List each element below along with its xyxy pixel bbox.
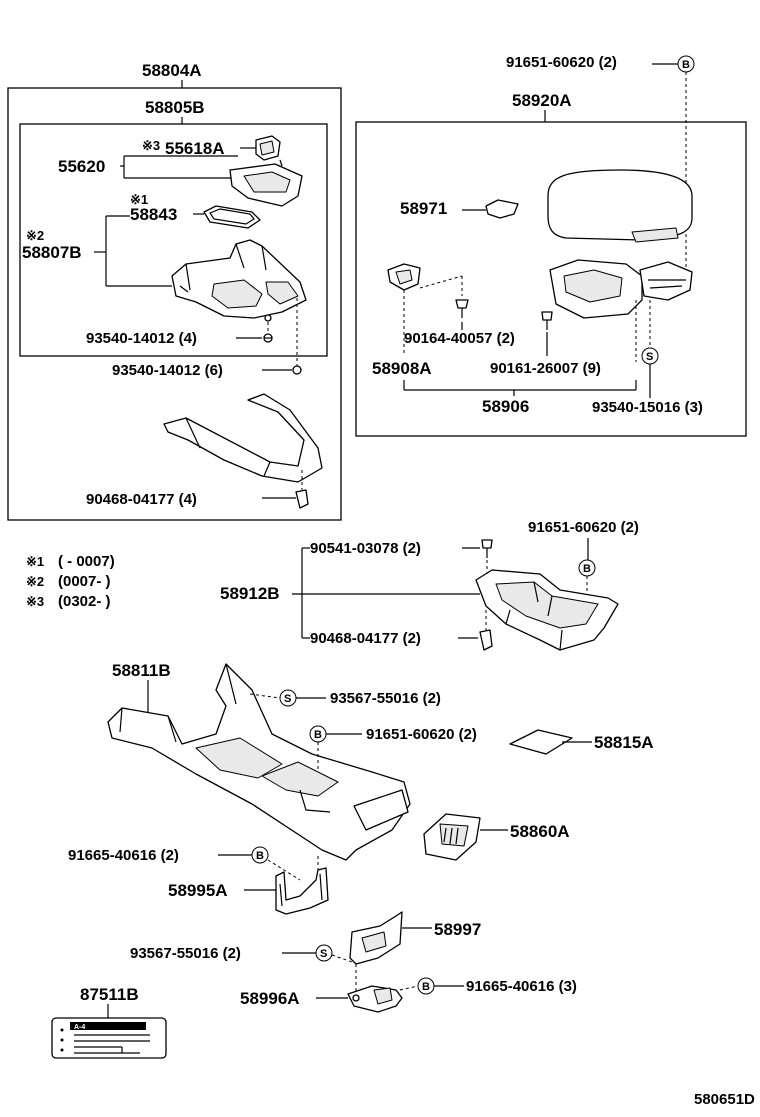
- note-mark-3: ※3: [142, 138, 160, 153]
- part-label-58906[interactable]: 58906: [482, 397, 529, 416]
- note-range: (0007- ): [58, 573, 111, 590]
- part-label-58811B[interactable]: 58811B: [112, 661, 171, 680]
- svg-text:B: B: [314, 729, 322, 741]
- note-mark: ※3: [26, 594, 44, 609]
- part-label-87511B[interactable]: 87511B: [80, 985, 139, 1004]
- svg-text:S: S: [284, 693, 291, 705]
- clip-90468-04177-2[interactable]: [479, 629, 493, 651]
- part-58971-shape[interactable]: [485, 199, 519, 219]
- part-label-58912B[interactable]: 58912B: [220, 584, 280, 603]
- note-range: (0302- ): [58, 593, 111, 610]
- group-87511B: 87511B A-4: [51, 985, 167, 1059]
- part-armrest-lid-shape[interactable]: [547, 169, 693, 243]
- part-label-93540-14012-4[interactable]: 93540-14012 (4): [86, 330, 197, 347]
- part-58843-shape[interactable]: [203, 205, 261, 229]
- part-58996A-shape[interactable]: [347, 985, 403, 1013]
- part-label-58997[interactable]: 58997: [434, 920, 481, 939]
- part-label-90161-26007-9[interactable]: 90161-26007 (9): [490, 360, 601, 377]
- diagram-id: 580651D: [694, 1091, 755, 1108]
- part-label-93540-14012-6[interactable]: 93540-14012 (6): [112, 362, 223, 379]
- part-58908A-shape[interactable]: [387, 263, 421, 291]
- part-58860A-vent-shape[interactable]: [423, 813, 481, 861]
- part-58997-bracket-shape[interactable]: [349, 911, 403, 965]
- part-58815A-mat-shape[interactable]: [509, 729, 573, 755]
- svg-text:B: B: [682, 59, 690, 71]
- part-label-58804A[interactable]: 58804A: [142, 61, 202, 80]
- part-label-58815A[interactable]: 58815A: [594, 733, 654, 752]
- svg-text:B: B: [256, 850, 264, 862]
- assembly-box-58805B: [19, 123, 328, 357]
- part-58811B-console-shape[interactable]: [107, 663, 411, 861]
- part-label-58843[interactable]: 58843: [130, 205, 177, 224]
- screw-mark-S-bracket: S: [315, 944, 333, 962]
- group-58811B: 58811B S 93567-55016 (2) B 91651-60620 (…: [68, 661, 654, 915]
- part-label-58971[interactable]: 58971: [400, 199, 447, 218]
- group-lower-brackets: 58997 93567-55016 (2) S 58996A B 91665-4…: [130, 911, 577, 1013]
- part-label-93567-55016-2-b[interactable]: 93567-55016 (2): [130, 945, 241, 962]
- part-bezel-shape[interactable]: [163, 393, 323, 483]
- part-label-91651-60620-2-top[interactable]: 91651-60620 (2): [506, 54, 617, 71]
- bolt-mark-B-bracket: B: [251, 846, 269, 864]
- part-label-90541-03078-2[interactable]: 90541-03078 (2): [310, 540, 421, 557]
- group-58920A: 91651-60620 (2) B 58920A 58971: [355, 54, 747, 437]
- part-label-58996A[interactable]: 58996A: [240, 989, 300, 1008]
- part-label-58860A[interactable]: 58860A: [510, 822, 570, 841]
- part-label-93567-55016-2-a[interactable]: 93567-55016 (2): [330, 690, 441, 707]
- screw-mark-S-top: S: [641, 347, 659, 365]
- note-range: ( - 0007): [58, 553, 115, 570]
- part-label-91665-40616-3[interactable]: 91665-40616 (3): [466, 978, 577, 995]
- part-label-58995A[interactable]: 58995A: [168, 881, 228, 900]
- part-58912B-tray-shape[interactable]: [475, 569, 619, 651]
- bolt-mark-B-mid: B: [578, 559, 596, 577]
- svg-text:B: B: [583, 563, 591, 575]
- part-label-58805B[interactable]: 58805B: [145, 98, 205, 117]
- part-label-58807B[interactable]: 58807B: [22, 243, 82, 262]
- bolt-mark-B-console: B: [309, 725, 327, 743]
- screw-93540-14012-4[interactable]: [263, 333, 273, 343]
- part-hinge-base-shape[interactable]: [549, 259, 693, 319]
- part-55620-shape[interactable]: [229, 159, 303, 207]
- screw-90161-26007-9[interactable]: [541, 311, 553, 330]
- part-58807B-shape[interactable]: [171, 239, 307, 322]
- part-label-90468-04177-2[interactable]: 90468-04177 (2): [310, 630, 421, 647]
- part-label-58908A[interactable]: 58908A: [372, 359, 432, 378]
- part-label-93540-15016-3[interactable]: 93540-15016 (3): [592, 399, 703, 416]
- part-label-91651-60620-2-low[interactable]: 91651-60620 (2): [366, 726, 477, 743]
- part-label-55620[interactable]: 55620: [58, 157, 105, 176]
- note-mark: ※2: [26, 574, 44, 589]
- part-label-55618A[interactable]: 55618A: [165, 139, 225, 158]
- part-87511B-label-shape[interactable]: A-4: [51, 1017, 167, 1059]
- clip-90468-04177-4[interactable]: [295, 489, 309, 509]
- group-58804A: 58804A 58805B ※3 55618A 55620 ※1 58843: [7, 61, 342, 521]
- note-mark: ※1: [26, 554, 44, 569]
- note-mark-2: ※2: [26, 228, 44, 243]
- svg-text:S: S: [646, 351, 653, 363]
- part-label-91665-40616-2[interactable]: 91665-40616 (2): [68, 847, 179, 864]
- svg-text:B: B: [422, 981, 430, 993]
- bolt-mark-B-bottom: B: [417, 977, 435, 995]
- note-mark-1: ※1: [130, 192, 148, 207]
- part-label-91651-60620-2-mid[interactable]: 91651-60620 (2): [528, 519, 639, 536]
- part-58995A-bracket-shape[interactable]: [275, 867, 329, 915]
- label-caption: A-4: [74, 1024, 85, 1031]
- applicability-notes: ※1 ( - 0007) ※2 (0007- ) ※3 (0302- ): [26, 553, 115, 610]
- bolt-mark-B-top: B: [677, 55, 695, 73]
- svg-text:S: S: [320, 948, 327, 960]
- screw-93540-14012-6[interactable]: [292, 365, 302, 375]
- screw-mark-S-console: S: [279, 689, 297, 707]
- part-label-90164-40057-2[interactable]: 90164-40057 (2): [404, 330, 515, 347]
- part-label-90468-04177-4[interactable]: 90468-04177 (4): [86, 491, 197, 508]
- group-58912B: 91651-60620 (2) B 90541-03078 (2) 58912B…: [220, 519, 639, 651]
- screw-90164-40057-2[interactable]: [455, 299, 469, 318]
- part-label-58920A[interactable]: 58920A: [512, 91, 572, 110]
- assembly-box-58920A: [355, 121, 747, 437]
- part-55618A-shape[interactable]: [255, 135, 281, 161]
- screw-90541-03078-2[interactable]: [481, 539, 493, 558]
- assembly-box-58804A: [7, 87, 342, 521]
